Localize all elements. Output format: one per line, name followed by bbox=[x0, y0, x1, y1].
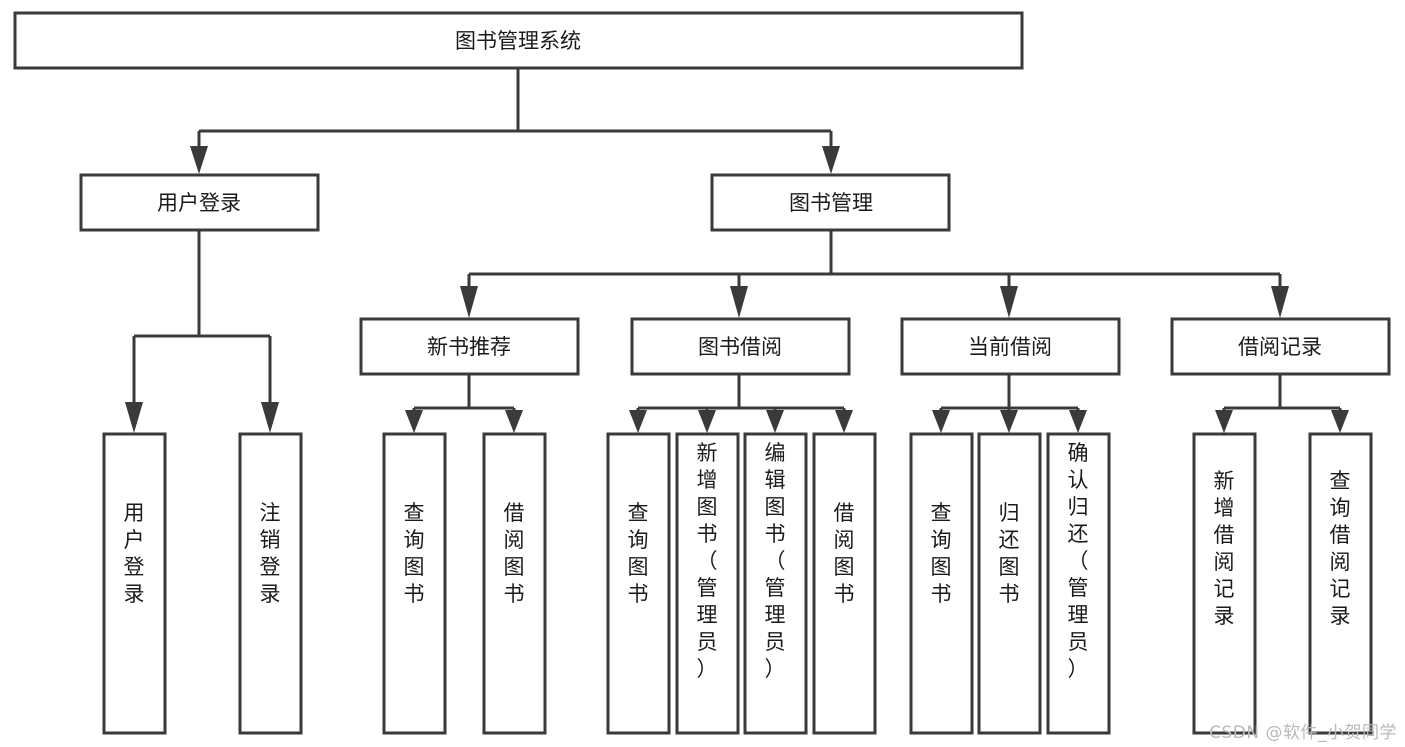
arrowhead-book-borrow bbox=[730, 286, 748, 318]
leaf-nodes-layer: 用户登录 注销登录 查询图书 借阅图书 查询图书 新增图书（管理员） 编辑图书（… bbox=[102, 432, 1373, 735]
leaf-node-query-record-box[interactable] bbox=[1308, 432, 1373, 735]
node-borrow-record-box[interactable] bbox=[1170, 317, 1391, 376]
leaf-node-user-login-box[interactable] bbox=[102, 432, 167, 735]
node-book-borrow-box[interactable] bbox=[630, 317, 851, 376]
arrowhead-user-login bbox=[190, 146, 208, 174]
node-book-borrow[interactable]: 图书借阅 bbox=[630, 317, 851, 376]
node-book-manage-box[interactable] bbox=[710, 173, 951, 232]
leaf-node-add-record-box[interactable] bbox=[1192, 432, 1257, 735]
leaf-node-query-book-1-box[interactable] bbox=[382, 432, 447, 735]
arrowhead-leaf-borrow-book-1 bbox=[505, 410, 523, 433]
leaf-node-query-book-3[interactable]: 查询图书 bbox=[909, 432, 974, 735]
leaf-node-query-record-label: 查询借阅记录 bbox=[1330, 469, 1351, 628]
leaf-node-borrow-book-2[interactable]: 借阅图书 bbox=[812, 432, 877, 735]
leaf-node-user-logout-label: 注销登录 bbox=[260, 501, 281, 606]
arrowhead-leaf-add-record bbox=[1215, 410, 1233, 433]
node-root[interactable]: 图书管理系统 bbox=[13, 11, 1024, 70]
arrowhead-current-borrow bbox=[1000, 286, 1018, 318]
arrowhead-borrow-record bbox=[1271, 286, 1289, 318]
leaf-node-query-book-1-label: 查询图书 bbox=[404, 501, 425, 606]
leaf-node-query-book-3-label: 查询图书 bbox=[931, 501, 952, 606]
node-new-book-rec-label: 新书推荐 bbox=[427, 335, 511, 359]
leaf-node-return-book-box[interactable] bbox=[977, 432, 1042, 735]
leaf-node-query-book-2-box[interactable] bbox=[606, 432, 671, 735]
node-current-borrow-label: 当前借阅 bbox=[968, 335, 1052, 359]
node-new-book-rec-box[interactable] bbox=[359, 317, 580, 376]
leaf-node-return-book-label: 归还图书 bbox=[999, 501, 1020, 606]
leaf-node-user-logout[interactable]: 注销登录 bbox=[238, 432, 303, 735]
leaf-node-confirm-return-label: 确认归还（管理员） bbox=[1068, 441, 1089, 681]
leaf-node-edit-book-box[interactable] bbox=[743, 432, 808, 735]
arrowhead-leaf-query-book-2 bbox=[629, 410, 647, 433]
node-root-label: 图书管理系统 bbox=[455, 29, 581, 53]
leaf-node-edit-book-label: 编辑图书（管理员） bbox=[765, 441, 786, 681]
node-book-manage[interactable]: 图书管理 bbox=[710, 173, 951, 232]
leaf-node-query-book-1[interactable]: 查询图书 bbox=[382, 432, 447, 735]
arrowhead-leaf-confirm-return bbox=[1069, 410, 1087, 433]
arrowhead-new-book-rec bbox=[460, 286, 478, 318]
leaf-node-add-record-label: 新增借阅记录 bbox=[1214, 469, 1235, 628]
leaf-node-borrow-book-1-label: 借阅图书 bbox=[504, 501, 525, 606]
arrowhead-leaf-user-login bbox=[125, 402, 143, 433]
node-borrow-record-label: 借阅记录 bbox=[1238, 335, 1322, 359]
leaf-node-edit-book[interactable]: 编辑图书（管理员） bbox=[743, 432, 808, 735]
node-user-login-label: 用户登录 bbox=[157, 191, 241, 215]
node-user-login[interactable]: 用户登录 bbox=[79, 173, 320, 232]
arrowhead-leaf-borrow-book-2 bbox=[835, 410, 853, 433]
leaf-node-borrow-book-1[interactable]: 借阅图书 bbox=[482, 432, 547, 735]
node-new-book-rec[interactable]: 新书推荐 bbox=[359, 317, 580, 376]
arrowhead-leaf-query-book-1 bbox=[405, 410, 423, 433]
leaf-node-borrow-book-2-box[interactable] bbox=[812, 432, 877, 735]
node-current-borrow-box[interactable] bbox=[900, 317, 1121, 376]
leaf-node-borrow-book-2-label: 借阅图书 bbox=[834, 501, 855, 606]
arrowhead-book-manage bbox=[822, 146, 840, 174]
node-current-borrow[interactable]: 当前借阅 bbox=[900, 317, 1121, 376]
node-root-box[interactable] bbox=[13, 11, 1024, 70]
leaf-node-add-book-label: 新增图书（管理员） bbox=[697, 441, 718, 681]
arrowhead-leaf-query-book-3 bbox=[932, 410, 950, 433]
leaf-node-user-login-label: 用户登录 bbox=[124, 501, 145, 606]
leaf-node-add-book-box[interactable] bbox=[675, 432, 740, 735]
leaf-node-user-login[interactable]: 用户登录 bbox=[102, 432, 167, 735]
leaf-node-confirm-return[interactable]: 确认归还（管理员） bbox=[1046, 432, 1111, 735]
arrowhead-leaf-add-book bbox=[698, 410, 716, 433]
leaf-node-borrow-book-1-box[interactable] bbox=[482, 432, 547, 735]
arrowhead-leaf-edit-book bbox=[766, 410, 784, 433]
csdn-watermark: CSDN @软件_小贺同学 bbox=[1209, 723, 1397, 743]
leaf-node-confirm-return-box[interactable] bbox=[1046, 432, 1111, 735]
edges-layer bbox=[125, 69, 1349, 433]
leaf-node-query-book-3-box[interactable] bbox=[909, 432, 974, 735]
leaf-node-query-record[interactable]: 查询借阅记录 bbox=[1308, 432, 1373, 735]
node-book-borrow-label: 图书借阅 bbox=[698, 335, 782, 359]
leaf-node-add-book[interactable]: 新增图书（管理员） bbox=[675, 432, 740, 735]
node-user-login-box[interactable] bbox=[79, 173, 320, 232]
leaf-node-query-book-2[interactable]: 查询图书 bbox=[606, 432, 671, 735]
arrowhead-leaf-user-logout bbox=[261, 402, 279, 433]
leaf-node-user-logout-box[interactable] bbox=[238, 432, 303, 735]
node-borrow-record[interactable]: 借阅记录 bbox=[1170, 317, 1391, 376]
node-book-manage-label: 图书管理 bbox=[789, 191, 873, 215]
leaf-node-return-book[interactable]: 归还图书 bbox=[977, 432, 1042, 735]
leaf-node-add-record[interactable]: 新增借阅记录 bbox=[1192, 432, 1257, 735]
leaf-node-query-book-2-label: 查询图书 bbox=[628, 501, 649, 606]
arrowhead-leaf-return-book bbox=[1000, 410, 1018, 433]
arrowhead-leaf-query-record bbox=[1331, 410, 1349, 433]
